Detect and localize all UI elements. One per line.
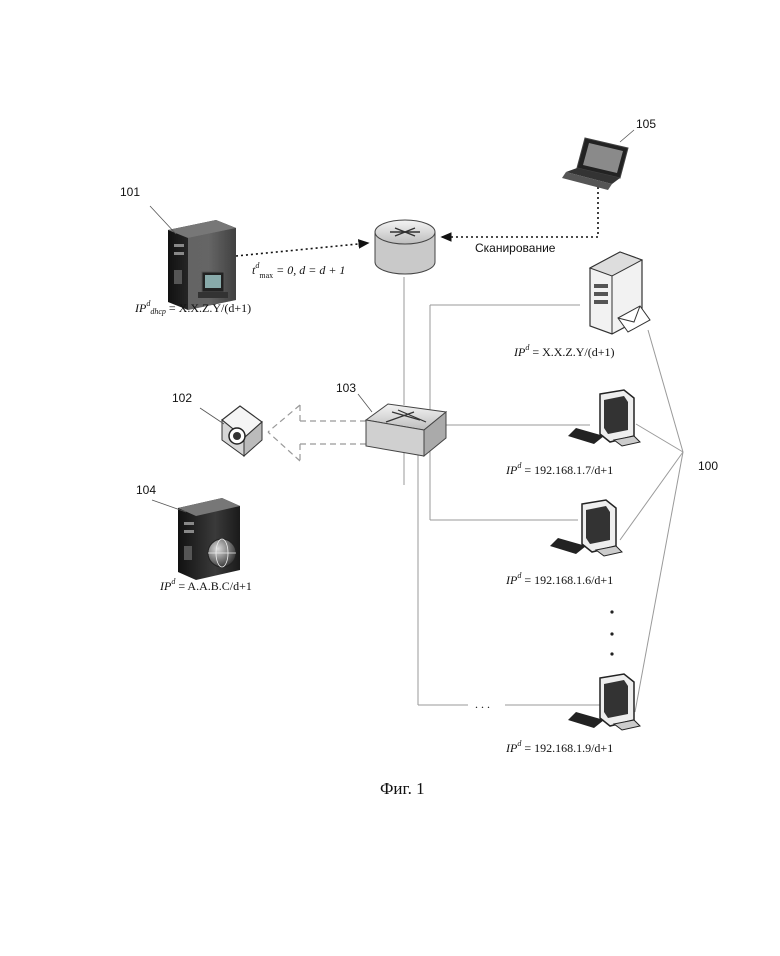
scan-label: Сканирование xyxy=(475,241,556,255)
ref-102: 102 xyxy=(172,391,192,405)
wires xyxy=(404,277,683,712)
ip-server-label: IPd = X.X.Z.Y/(d+1) xyxy=(513,343,615,359)
ref-104: 104 xyxy=(136,483,156,497)
monitor-icon xyxy=(550,500,622,556)
monitor-icon xyxy=(568,390,640,446)
horizontal-ellipsis: . . . xyxy=(475,697,490,711)
tmax-label: tdmax = 0, d = d + 1 xyxy=(252,261,345,280)
mail-server-icon xyxy=(590,252,650,334)
ip-pc2-label: IPd = 192.168.1.6/d+1 xyxy=(505,571,613,587)
monitor-icon xyxy=(568,674,640,730)
ref-105: 105 xyxy=(636,117,656,131)
ip-pc1-label: IPd = 192.168.1.7/d+1 xyxy=(505,461,613,477)
ref-103-leader xyxy=(358,394,372,412)
ip-dhcp-label: IPddhcp = X.X.Z.Y/(d+1) xyxy=(134,299,251,316)
ip-pc3-label: IPd = 192.168.1.9/d+1 xyxy=(505,739,613,755)
ref-103: 103 xyxy=(336,381,356,395)
dhcp-server-icon xyxy=(168,220,236,310)
ref-104-leader xyxy=(152,500,186,512)
figure-caption: Фиг. 1 xyxy=(380,779,425,798)
ref-101-leader xyxy=(150,206,176,234)
ref-101: 101 xyxy=(120,185,140,199)
camera-arrow xyxy=(268,405,366,461)
ip-webserver-label: IPd = A.A.B.C/d+1 xyxy=(159,577,252,593)
dhcp-router-arrow xyxy=(236,243,368,256)
group-line-3 xyxy=(620,452,683,540)
switch-icon xyxy=(366,404,446,456)
scan-arrow xyxy=(442,187,598,237)
router-icon xyxy=(375,220,435,274)
camera-icon xyxy=(222,406,262,456)
ref-102-leader xyxy=(200,408,224,424)
group-line-4 xyxy=(635,452,683,712)
ref-100: 100 xyxy=(698,459,718,473)
vertical-ellipsis xyxy=(610,610,613,655)
web-server-icon xyxy=(178,498,240,580)
ref-105-leader xyxy=(620,130,634,142)
laptop-icon xyxy=(562,138,628,190)
